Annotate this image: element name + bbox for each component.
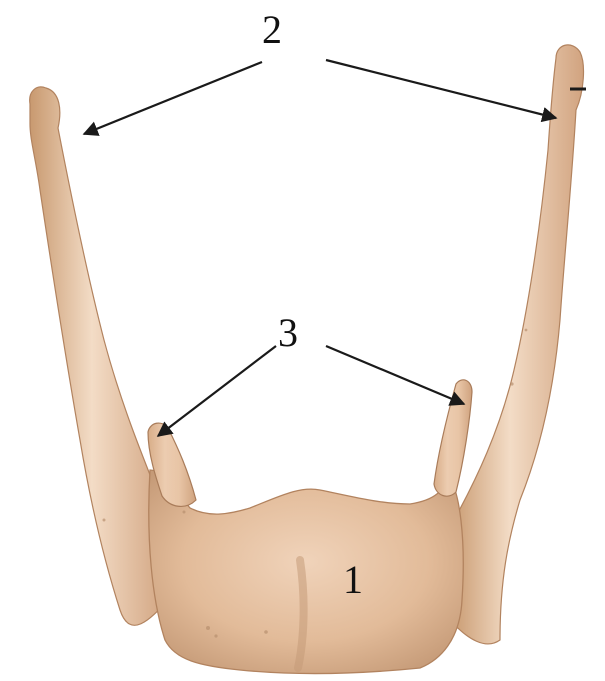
label-lesser-horns: 3	[278, 313, 298, 353]
arrow-3-left	[158, 346, 276, 436]
label-body: 1	[343, 560, 363, 600]
right-greater-horn	[450, 45, 583, 644]
arrow-2-right	[326, 60, 556, 118]
label-greater-horns: 2	[262, 10, 282, 50]
left-greater-horn	[30, 87, 168, 625]
arrow-2-left	[84, 62, 262, 134]
right-lesser-horn	[434, 380, 472, 496]
arrow-3-right	[326, 346, 464, 404]
